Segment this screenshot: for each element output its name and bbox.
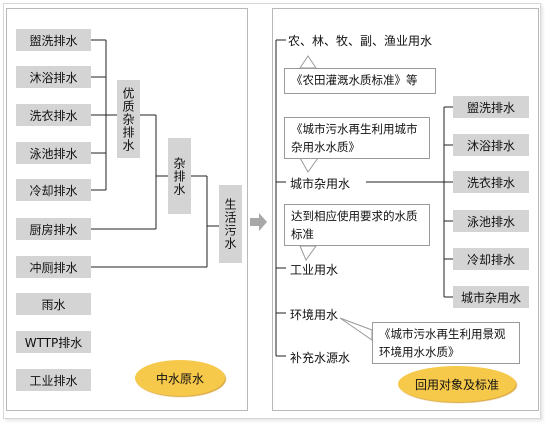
use-industry: 工业用水: [290, 263, 339, 277]
source-toilet: 冲厕排水: [16, 256, 91, 278]
callout-urban-standard: 《城市污水再生利用城市杂用水水质》: [284, 117, 430, 159]
source-pool: 泳池排水: [16, 142, 91, 164]
source-wttp: WTTP排水: [16, 331, 91, 353]
callout-agri-standard: 《农田灌溉水质标准》等: [284, 68, 436, 94]
target-cooling: 冷却排水: [453, 248, 529, 270]
group-high-quality-grey: 优质杂排水: [117, 80, 140, 158]
source-kitchen: 厨房排水: [16, 218, 91, 240]
use-urban: 城市杂用水: [290, 177, 351, 191]
callout-industry-standard: 达到相应使用要求的水质标准: [284, 204, 430, 246]
group-grey-water: 杂排水: [168, 138, 191, 214]
group-domestic-sewage: 生活污水: [219, 185, 242, 263]
source-industrial: 工业排水: [16, 369, 91, 391]
target-pool: 泳池排水: [453, 210, 529, 232]
target-urban-misc: 城市杂用水: [453, 286, 529, 308]
source-shower: 沐浴排水: [16, 66, 91, 88]
bubble-reuse-standards: 回用对象及标准: [398, 366, 516, 402]
use-replenish: 补充水源水: [290, 351, 351, 365]
target-washbasin: 盥洗排水: [453, 96, 529, 118]
target-shower: 沐浴排水: [453, 134, 529, 156]
source-rain: 雨水: [16, 293, 91, 315]
target-laundry: 洗衣排水: [453, 171, 529, 193]
bubble-raw-water: 中水原水: [135, 360, 225, 396]
use-agriculture: 农、林、牧、副、渔业用水: [288, 34, 433, 48]
source-laundry: 洗衣排水: [16, 104, 91, 126]
callout-environment-standard: 《城市污水再生利用景观环境用水水质》: [372, 322, 520, 364]
source-washbasin: 盥洗排水: [16, 29, 91, 51]
flow-arrow: [250, 213, 267, 231]
source-cooling: 冷却排水: [16, 179, 91, 201]
use-environment: 环境用水: [290, 308, 339, 322]
